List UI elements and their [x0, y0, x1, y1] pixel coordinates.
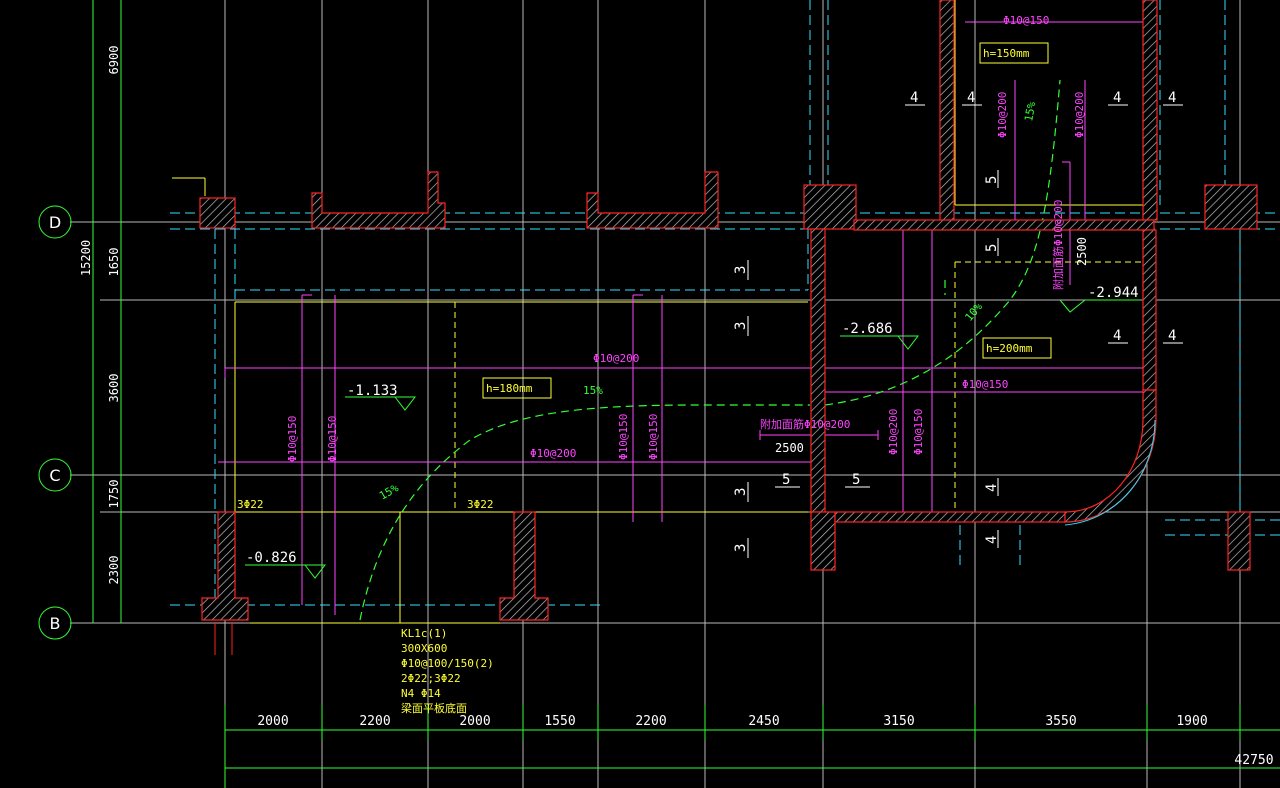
- dim-bottom-8: 3550: [1045, 714, 1076, 729]
- rebar-length-2: 2500: [1075, 237, 1089, 266]
- beam-note-line-2: 300X600: [401, 642, 447, 655]
- column-legs: [214, 622, 233, 655]
- section-mark-5d: 5: [984, 244, 1000, 252]
- thickness-h180: h=180mm: [486, 382, 533, 395]
- dim-bottom-5: 2200: [635, 714, 666, 729]
- section-mark-5a: 5: [782, 472, 790, 488]
- section-mark-4b: 4: [967, 90, 975, 106]
- beam-note-line-6: 梁面平板底面: [401, 701, 467, 715]
- slab-outlines: [172, 0, 1144, 624]
- elevation-label-4: -2.944: [1088, 285, 1139, 301]
- rebar-label-right: Φ10@150: [962, 378, 1008, 391]
- beam-note-line-3: Φ10@100/150(2): [401, 657, 494, 670]
- bottom-dimensions: 2000 2200 2000 1550 2200 2450 3150 3550 …: [257, 714, 1273, 768]
- elevation-label-2: -0.826: [246, 550, 297, 566]
- slope-label-3: 15%: [1022, 100, 1038, 122]
- section-mark-4e: 4: [1113, 328, 1121, 344]
- grid-axis-labels: D C B: [49, 213, 61, 633]
- dim-bottom-4: 1550: [544, 714, 575, 729]
- rebar-label-fuji: 附加面筋Φ10@200: [760, 417, 850, 431]
- thickness-h200: h=200mm: [986, 342, 1033, 355]
- rebar-label-v4: Φ10@150: [647, 414, 660, 460]
- rebar-label-v2: Φ10@150: [326, 416, 339, 462]
- left-dimensions: 6900 15200 1650 3600 1750 2300: [79, 46, 121, 585]
- rebar-label-lower: Φ10@200: [530, 447, 576, 460]
- rebar-length-1: 2500: [775, 441, 804, 455]
- rebar-label-v8: Φ10@200: [1073, 92, 1086, 138]
- section-mark-3d: 3: [733, 544, 749, 552]
- dim-15200: 15200: [79, 240, 93, 276]
- dim-bottom-3: 2000: [459, 714, 490, 729]
- axis-label-c: C: [49, 466, 60, 485]
- slope-label-2: 15%: [377, 481, 401, 502]
- elevation-markers: [245, 299, 1140, 579]
- rebar-label-v6: Φ10@150: [912, 409, 925, 455]
- dim-3600: 3600: [107, 374, 121, 403]
- rebar-lines: [218, 21, 1155, 615]
- dim-bottom-7: 3150: [883, 714, 914, 729]
- dim-total: 42750: [1234, 753, 1273, 768]
- section-mark-lines: [747, 104, 1183, 558]
- rebar-label-v3: Φ10@150: [617, 414, 630, 460]
- dim-6900: 6900: [107, 46, 121, 75]
- slope-label-1: 15%: [583, 384, 603, 397]
- beam-note-line-4: 2Φ22;3Φ22: [401, 672, 461, 685]
- elevation-label-3: -2.686: [842, 321, 893, 337]
- rebar-label-v1: Φ10@150: [286, 416, 299, 462]
- slope-label-4: 10%: [962, 300, 985, 324]
- axis-label-d: D: [49, 213, 61, 232]
- section-mark-4d: 4: [1168, 90, 1176, 106]
- rebar-label-v7: Φ10@200: [996, 92, 1009, 138]
- section-mark-3c: 3: [733, 488, 749, 496]
- walls: [199, 0, 1258, 621]
- section-mark-4h: 4: [984, 536, 1000, 544]
- thickness-boxes: h=150mm h=180mm h=200mm: [482, 42, 1052, 399]
- dim-1750: 1750: [107, 480, 121, 509]
- slope-curves: [359, 79, 1061, 621]
- section-mark-3b: 3: [733, 322, 749, 330]
- dim-bottom-2: 2200: [359, 714, 390, 729]
- beam-note-line-1: KL1c(1): [401, 627, 447, 640]
- beam-note-line-5: N4 Φ14: [401, 687, 441, 700]
- section-mark-3a: 3: [733, 266, 749, 274]
- rebar-label-v5: Φ10@200: [887, 409, 900, 455]
- dim-bottom-1: 2000: [257, 714, 288, 729]
- rebar-labels: Φ10@150 Φ10@200 Φ10@200 Φ10@150 Φ10@150 …: [286, 14, 1089, 462]
- dim-bottom-6: 2450: [748, 714, 779, 729]
- wall-edges: [1064, 419, 1156, 526]
- section-marks: 4 4 4 4 4 4 4 4 5 5 5 5 3 3 3 3: [733, 90, 1176, 552]
- grid-lines: [70, 0, 1280, 788]
- beam-bar-label-2: 3Φ22: [467, 498, 494, 511]
- section-mark-5c: 5: [984, 176, 1000, 184]
- elevation-label-1: -1.133: [347, 383, 398, 399]
- thickness-h150: h=150mm: [983, 47, 1030, 60]
- section-mark-5b: 5: [852, 472, 860, 488]
- section-mark-4f: 4: [1168, 328, 1176, 344]
- dim-2300: 2300: [107, 556, 121, 585]
- dim-1650: 1650: [107, 248, 121, 277]
- rebar-label-mid: Φ10@200: [593, 352, 639, 365]
- section-mark-4c: 4: [1113, 90, 1121, 106]
- section-mark-4a: 4: [910, 90, 918, 106]
- dimension-lines: [38, 0, 1280, 788]
- section-mark-4g: 4: [984, 484, 1000, 492]
- axis-label-b: B: [50, 614, 61, 633]
- rebar-label-top: Φ10@150: [1003, 14, 1049, 27]
- beam-bar-label-1: 3Φ22: [237, 498, 264, 511]
- rebar-label-fuji-v: 附加面筋Φ10@200: [1051, 200, 1065, 290]
- elevation-labels: -1.133 -0.826 -2.686 -2.944: [246, 285, 1139, 566]
- beam-labels: 3Φ22 3Φ22 KL1c(1) 300X600 Φ10@100/150(2)…: [237, 498, 494, 715]
- dim-bottom-9: 1900: [1176, 714, 1207, 729]
- slope-labels: 15% 15% 15% 10%: [377, 100, 1038, 502]
